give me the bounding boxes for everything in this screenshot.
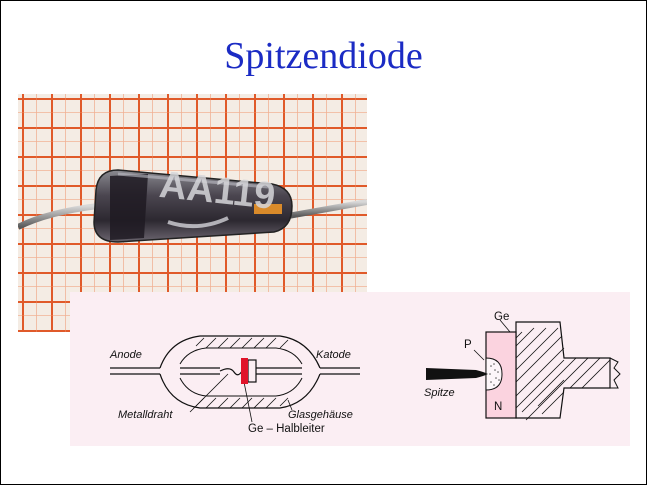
semiconductor-chip — [241, 358, 248, 384]
label-tip: Spitze — [424, 387, 455, 399]
point-contact-diagram — [426, 319, 621, 421]
label-n: N — [494, 401, 502, 413]
label-ge: Ge — [494, 311, 509, 323]
diode-diagrams: Anode Katode Metalldraht Glasgehäuse Ge … — [109, 311, 621, 435]
label-semiconductor: Ge – Halbleiter — [248, 423, 325, 435]
slide-title: Spitzendiode — [224, 35, 423, 77]
label-p: P — [464, 339, 472, 351]
label-anode: Anode — [109, 349, 142, 361]
label-wire: Metalldraht — [118, 409, 173, 421]
glass-diode-diagram — [110, 335, 360, 423]
label-housing: Glasgehäuse — [288, 409, 353, 421]
label-cathode: Katode — [316, 349, 351, 361]
diagram-panel: Anode Katode Metalldraht Glasgehäuse Ge … — [70, 292, 630, 446]
